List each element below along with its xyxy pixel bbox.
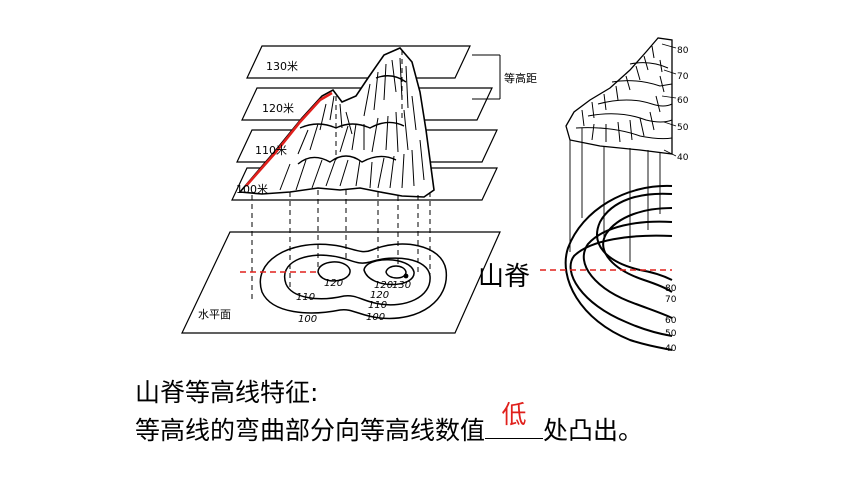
side-label-60: 60 bbox=[677, 96, 689, 106]
side-label-80: 80 bbox=[677, 46, 689, 56]
contour-label-120-a: 120 bbox=[324, 278, 343, 289]
base-plane-label: 水平面 bbox=[198, 308, 231, 321]
plane-label-100: 100米 bbox=[236, 183, 268, 196]
caption-line-2-prefix: 等高线的弯曲部分向等高线数值 bbox=[135, 416, 486, 445]
right-contour-40 bbox=[564, 184, 673, 351]
interval-label: 等高距 bbox=[504, 71, 537, 85]
caption-line-2-suffix: 处凸出。 bbox=[543, 416, 644, 445]
left-contour-map bbox=[259, 243, 448, 320]
contour-120-right bbox=[363, 259, 415, 286]
contour-110 bbox=[283, 254, 431, 306]
right-contour-map bbox=[564, 184, 673, 351]
plane-130 bbox=[246, 45, 471, 79]
right-contour-80 bbox=[596, 192, 673, 281]
map-label-80: 80 bbox=[665, 284, 677, 294]
caption: 山脊等高线特征: 等高线的弯曲部分向等高线数值低处凸出。 bbox=[135, 374, 643, 450]
contour-130 bbox=[385, 265, 407, 279]
plane-label-120: 120米 bbox=[262, 102, 294, 115]
side-label-70: 70 bbox=[677, 72, 689, 82]
plane-label-130: 130米 bbox=[266, 60, 298, 73]
right-block-diagram bbox=[540, 37, 677, 351]
ridge-hachures bbox=[575, 45, 673, 143]
right-projection-lines bbox=[569, 128, 661, 262]
side-label-leaders bbox=[661, 43, 677, 157]
side-label-40: 40 bbox=[677, 153, 689, 163]
contour-120-left bbox=[317, 261, 351, 282]
left-block-diagram bbox=[181, 45, 501, 334]
right-contour-50 bbox=[569, 234, 673, 337]
map-label-50: 50 bbox=[665, 329, 677, 339]
right-contour-60 bbox=[582, 220, 673, 319]
right-diagram-labels: 80 70 60 50 40 80 70 60 50 40 bbox=[665, 46, 689, 354]
plane-label-110: 110米 bbox=[255, 144, 287, 157]
contour-label-100-b: 100 bbox=[366, 312, 385, 323]
map-label-70: 70 bbox=[665, 295, 677, 305]
contour-100 bbox=[259, 243, 448, 320]
interval-bracket bbox=[472, 54, 501, 100]
mountain-hachures bbox=[279, 57, 425, 191]
map-label-40: 40 bbox=[665, 344, 677, 354]
caption-line-2: 等高线的弯曲部分向等高线数值低处凸出。 bbox=[135, 400, 644, 450]
answer-text: 低 bbox=[501, 400, 527, 429]
contour-label-110-a: 110 bbox=[296, 292, 315, 303]
base-plane bbox=[181, 231, 501, 334]
contour-label-100-a: 100 bbox=[298, 314, 317, 325]
contour-label-130: 130 bbox=[392, 280, 411, 291]
left-diagram-labels: 130米 120米 110米 100米 等高距 水平面 120 130 110 … bbox=[198, 60, 537, 325]
right-contour-70 bbox=[602, 207, 673, 293]
contour-label-120-c: 120 bbox=[374, 280, 393, 291]
answer-blank: 低 bbox=[485, 400, 544, 439]
ridge-line-red bbox=[245, 91, 333, 187]
contour-label-120-b: 120 bbox=[370, 290, 389, 301]
mountain-outline bbox=[238, 47, 435, 198]
ridge-label: 山脊 bbox=[478, 262, 531, 292]
contour-label-110-b: 110 bbox=[368, 300, 387, 311]
side-label-50: 50 bbox=[677, 123, 689, 133]
map-label-60: 60 bbox=[665, 316, 677, 326]
caption-line-1: 山脊等高线特征: bbox=[135, 378, 319, 407]
